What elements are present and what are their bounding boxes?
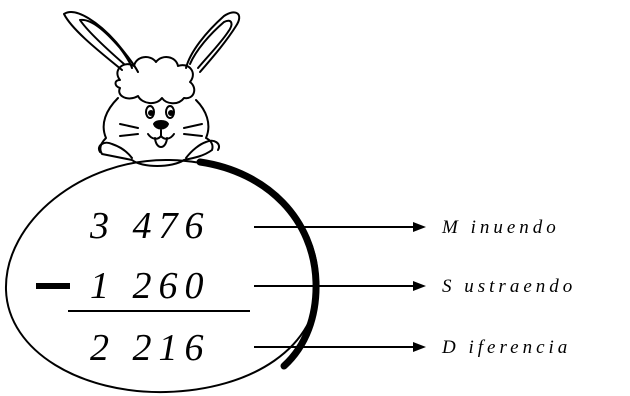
- arrow-subtrahend-head: [413, 281, 426, 291]
- minus-sign: [36, 283, 70, 289]
- egg-shadow-arc: [200, 162, 316, 366]
- minuend-value: 3 476: [90, 206, 211, 246]
- arrows: [254, 222, 426, 352]
- bunny-illustration: [64, 12, 239, 166]
- bunny-mouth: [148, 130, 174, 139]
- arrow-difference-head: [413, 342, 426, 352]
- minuend-label: M inuendo: [442, 217, 560, 239]
- arrow-minuend-head: [413, 222, 426, 232]
- bunny-nose: [154, 121, 168, 129]
- difference-label: D iferencia: [442, 337, 571, 359]
- bunny-head: [100, 98, 212, 166]
- difference-value: 2 216: [90, 328, 211, 368]
- bunny-tuft: [116, 57, 195, 103]
- bunny-left-ear-inner: [80, 20, 132, 68]
- subtrahend-value: 1 260: [90, 266, 211, 306]
- subtrahend-label: S ustraendo: [442, 276, 576, 298]
